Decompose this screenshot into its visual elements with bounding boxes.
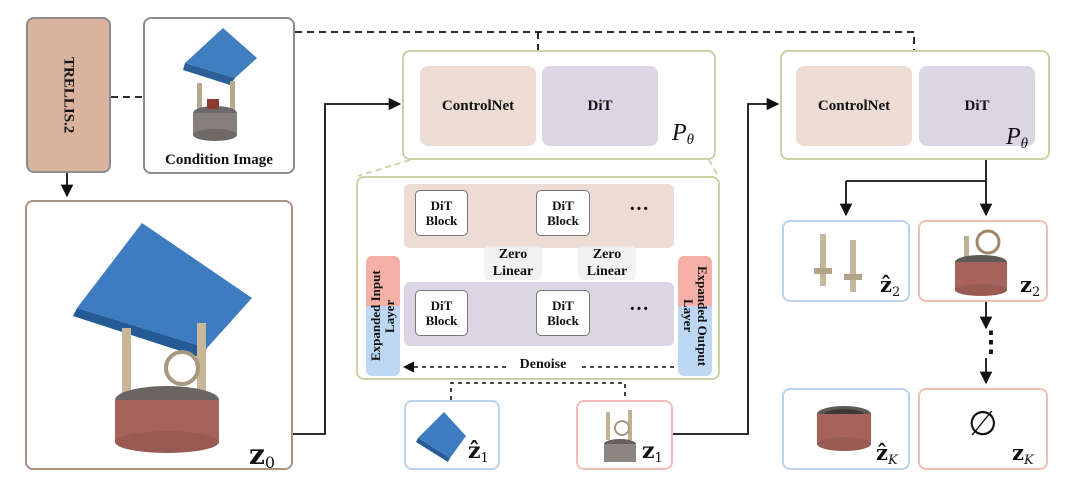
well-image bbox=[183, 28, 257, 141]
expanded-input-layer: Expanded Input Layer bbox=[366, 256, 400, 376]
zKhat-box: ẑK bbox=[782, 388, 910, 470]
condition-image-box: Condition Image bbox=[143, 17, 295, 174]
zK-box: ∅ zK bbox=[918, 388, 1048, 470]
z2-well-image bbox=[955, 229, 1007, 296]
z1-box: z1 bbox=[576, 400, 673, 470]
vertical-ellipsis: ⋮ bbox=[977, 327, 1005, 358]
dit-block-top-2: DiT Block bbox=[536, 190, 590, 236]
dit-block-right: DiT bbox=[919, 66, 1035, 146]
ptheta-module-right: ControlNet DiT Pθ bbox=[780, 50, 1050, 160]
dit-block-top-1: DiT Block bbox=[415, 190, 468, 236]
ptheta-module-left: ControlNet DiT Pθ bbox=[402, 50, 716, 160]
z2hat-symbol: ẑ2 bbox=[880, 272, 901, 301]
zKhat-symbol: ẑK bbox=[876, 440, 898, 469]
expanded-output-layer: Expanded Output Layer bbox=[678, 256, 712, 376]
dit-block-bottom-2: DiT Block bbox=[536, 290, 590, 336]
z0-box: z0 bbox=[25, 200, 293, 473]
controlnet-block-left: ControlNet bbox=[420, 66, 536, 146]
condition-label: Condition Image bbox=[165, 152, 273, 168]
zero-linear-1: Zero Linear bbox=[484, 246, 542, 280]
trellis-label: TRELLIS.2 bbox=[60, 56, 77, 134]
dit-block-left: DiT bbox=[542, 66, 658, 146]
z1-well-image bbox=[604, 410, 636, 462]
z2hat-posts-image bbox=[814, 234, 862, 292]
denoise-bracket bbox=[450, 382, 626, 400]
z1hat-roof-image bbox=[416, 412, 466, 462]
z0-symbol: z0 bbox=[249, 438, 276, 473]
z2hat-box: ẑ2 bbox=[782, 220, 910, 302]
z1hat-box: ẑ1 bbox=[404, 400, 500, 470]
z1hat-symbol: ẑ1 bbox=[468, 438, 489, 467]
dit-block-bottom-1: DiT Block bbox=[415, 290, 468, 336]
ellipsis-bottom: ··· bbox=[629, 298, 650, 320]
ptheta-symbol-right: Pθ bbox=[1006, 124, 1029, 153]
z2-symbol: z2 bbox=[1020, 272, 1041, 301]
z0-well-image bbox=[73, 223, 252, 453]
z1-symbol: z1 bbox=[642, 438, 663, 467]
condition-top-dash bbox=[295, 31, 915, 50]
controlnet-block-right: ControlNet bbox=[796, 66, 912, 146]
trellis-box: TRELLIS.2 bbox=[26, 17, 111, 173]
denoise-label: Denoise bbox=[508, 357, 578, 373]
z2-box: z2 bbox=[918, 220, 1048, 302]
z1-to-ptheta-arrow bbox=[673, 97, 780, 435]
empty-set-symbol: ∅ bbox=[968, 404, 998, 444]
zero-linear-2: Zero Linear bbox=[578, 246, 636, 280]
z0-to-ptheta-arrow bbox=[293, 97, 402, 435]
ptheta-symbol-left: Pθ bbox=[672, 120, 695, 149]
zK-symbol: zK bbox=[1012, 440, 1034, 469]
ellipsis-top: ··· bbox=[629, 198, 650, 220]
zKhat-base-image bbox=[817, 406, 871, 451]
